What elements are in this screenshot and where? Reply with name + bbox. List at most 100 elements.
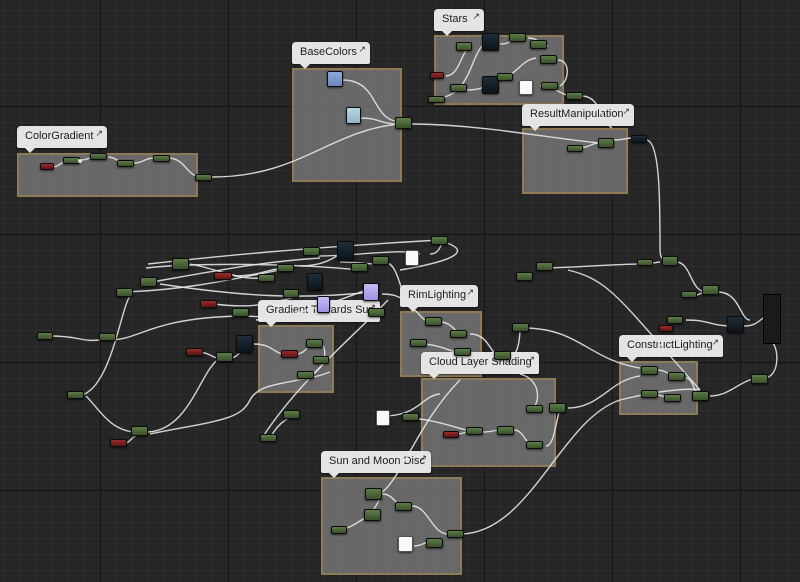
expression-node[interactable] [692, 391, 709, 401]
expression-node[interactable] [641, 366, 658, 375]
constant-node[interactable] [281, 350, 298, 358]
constant-node[interactable] [376, 410, 390, 426]
expression-node[interactable] [331, 526, 347, 534]
expression-node[interactable] [751, 374, 768, 384]
expression-node[interactable] [541, 82, 558, 90]
texture-sample-node[interactable] [236, 335, 253, 353]
comment-header-sun-and-moon-disc[interactable]: Sun and Moon Disc ↗ [321, 451, 431, 478]
expression-node[interactable] [283, 410, 300, 419]
constant-node[interactable] [214, 272, 232, 280]
expression-node[interactable] [37, 332, 53, 340]
expression-node[interactable] [116, 288, 133, 297]
expression-node[interactable] [351, 263, 368, 272]
expression-node[interactable] [664, 394, 681, 402]
comment-header-cloud-layer-shading[interactable]: Cloud Layer Shading ↗ [421, 352, 539, 379]
comment-box-cloud-layer-shading[interactable] [421, 378, 556, 467]
expression-node[interactable] [450, 330, 467, 338]
constant-node[interactable] [200, 300, 217, 308]
texture-sample-node[interactable] [307, 273, 323, 291]
comment-box-construct-lighting[interactable] [619, 361, 698, 415]
texture-sample-node[interactable] [482, 33, 499, 51]
expression-node[interactable] [549, 403, 566, 413]
pin-icon[interactable]: ↗ [622, 106, 630, 116]
constant-color-node[interactable] [40, 163, 54, 170]
texture-sample-node[interactable] [337, 241, 354, 261]
expression-node[interactable] [306, 339, 323, 348]
pin-icon[interactable]: ↗ [419, 453, 427, 463]
expression-node[interactable] [313, 356, 329, 364]
expression-node[interactable] [662, 256, 678, 266]
expression-node[interactable] [90, 153, 107, 160]
expression-node[interactable] [512, 323, 529, 332]
expression-node[interactable] [497, 426, 514, 435]
color-parameter-node[interactable] [346, 107, 361, 124]
expression-node[interactable] [530, 40, 547, 49]
expression-node[interactable] [283, 289, 299, 298]
expression-node[interactable] [258, 274, 275, 282]
expression-node[interactable] [368, 308, 385, 317]
expression-node[interactable] [667, 316, 683, 324]
expression-node[interactable] [277, 264, 294, 272]
expression-node[interactable] [63, 157, 82, 164]
expression-node[interactable] [509, 33, 526, 42]
constant-node[interactable] [519, 80, 533, 95]
expression-node[interactable] [172, 258, 189, 270]
expression-node[interactable] [67, 391, 84, 399]
expression-node[interactable] [395, 502, 412, 511]
expression-node[interactable] [466, 427, 483, 435]
vector-parameter-node[interactable] [363, 283, 379, 301]
constant-node[interactable] [659, 325, 673, 332]
expression-node[interactable] [117, 160, 134, 167]
pin-icon[interactable]: ↗ [466, 287, 474, 297]
expression-node[interactable] [131, 426, 148, 436]
expression-node[interactable] [637, 259, 653, 266]
expression-node[interactable] [153, 155, 170, 162]
expression-node[interactable] [540, 55, 557, 64]
expression-node[interactable] [566, 92, 583, 100]
expression-node[interactable] [140, 277, 157, 287]
vector-parameter-node[interactable] [317, 296, 330, 313]
comment-header-base-colors[interactable]: BaseColors ↗ [292, 42, 370, 69]
expression-node[interactable] [365, 488, 382, 500]
expression-node[interactable] [447, 530, 464, 538]
expression-node[interactable] [526, 441, 543, 449]
expression-node[interactable] [567, 145, 583, 152]
expression-node[interactable] [232, 308, 249, 317]
constant-node[interactable] [186, 348, 203, 356]
expression-node[interactable] [641, 390, 658, 398]
expression-node[interactable] [260, 434, 277, 442]
expression-node[interactable] [425, 317, 442, 326]
texture-sample-node[interactable] [727, 316, 744, 333]
expression-node[interactable] [494, 351, 511, 360]
expression-node[interactable] [631, 135, 647, 143]
expression-node[interactable] [536, 262, 553, 271]
expression-node[interactable] [364, 509, 381, 521]
expression-node[interactable] [456, 42, 472, 51]
expression-node[interactable] [99, 333, 116, 341]
comment-box-color-gradient[interactable] [17, 153, 198, 197]
expression-node[interactable] [216, 352, 233, 362]
expression-node[interactable] [668, 372, 685, 381]
expression-node[interactable] [297, 371, 314, 379]
expression-node[interactable] [303, 247, 320, 256]
pin-icon[interactable]: ↗ [527, 354, 535, 364]
expression-node[interactable] [497, 73, 513, 81]
comment-header-stars[interactable]: Stars ↗ [434, 9, 484, 36]
expression-node[interactable] [526, 405, 543, 413]
pin-icon[interactable]: ↗ [358, 44, 366, 54]
constant-node[interactable] [430, 72, 444, 79]
expression-node[interactable] [681, 291, 697, 298]
expression-node[interactable] [450, 84, 467, 92]
expression-node[interactable] [402, 413, 419, 421]
comment-box-base-colors[interactable] [292, 68, 402, 182]
color-parameter-node[interactable] [327, 71, 343, 87]
comment-header-result-manipulation[interactable]: ResultManipulation ↗ [522, 104, 634, 131]
comment-header-color-gradient[interactable]: ColorGradient ↗ [17, 126, 107, 153]
constant-node[interactable] [398, 536, 413, 552]
expression-node[interactable] [431, 236, 448, 245]
constant-node[interactable] [405, 250, 419, 266]
constant-node[interactable] [110, 439, 127, 447]
pin-icon[interactable]: ↗ [95, 128, 103, 138]
expression-node[interactable] [702, 285, 719, 295]
